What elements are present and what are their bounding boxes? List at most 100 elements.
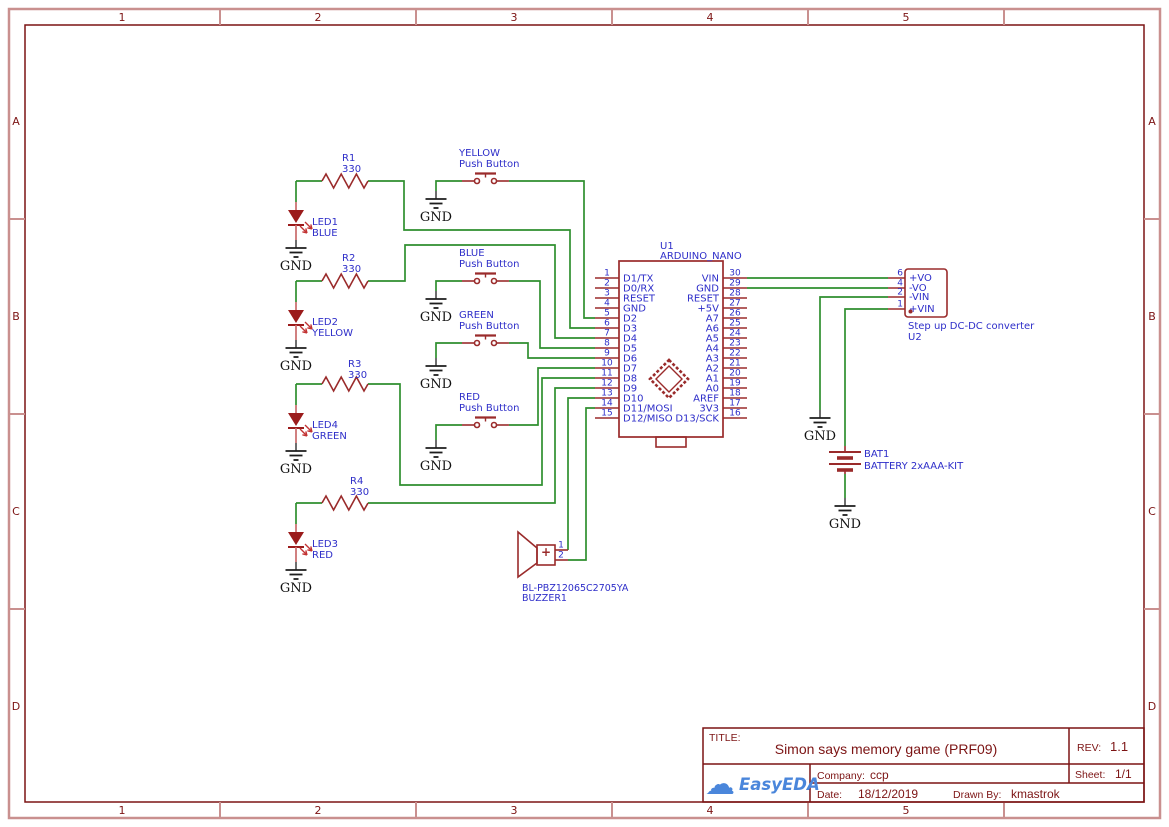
frame-row-label: A: [1148, 115, 1156, 128]
gnd-label: GND: [420, 459, 452, 474]
dcdc-pin-name: -VIN: [909, 292, 929, 303]
arduino-pin-number: 17: [729, 399, 740, 409]
button-type: Push Button: [459, 321, 519, 332]
arduino-pin-number: 6: [604, 319, 610, 329]
led-LED4-green[interactable]: LED4 GREEN: [288, 405, 347, 443]
arduino-pin-name: GND: [623, 304, 646, 315]
arduino-pin-name: RESET: [623, 294, 656, 305]
gnd-label: GND: [280, 359, 312, 374]
arduino-pin-name: A6: [706, 324, 719, 335]
arduino-pin-name: D4: [623, 334, 637, 345]
arduino-pin-number: 4: [604, 299, 610, 309]
arduino-name: ARDUINO_NANO: [660, 251, 742, 262]
dcdc-pin-number: 2: [897, 288, 903, 298]
arduino-pin-name: D7: [623, 364, 637, 375]
resistor-R3[interactable]: R3 330: [321, 359, 369, 393]
buzzer-pin-number: 1: [558, 541, 564, 551]
dcdc-pin-number: 1: [897, 300, 903, 310]
led-color: BLUE: [312, 228, 338, 239]
date-value: 18/12/2019: [858, 787, 918, 801]
dcdc-converter[interactable]: 6 4 2 1 +VO -VO -VIN +VIN Step up DC-DC …: [888, 268, 1035, 344]
led-LED1-blue[interactable]: LED1 BLUE: [288, 202, 338, 240]
arduino-pin-number: 28: [729, 289, 741, 299]
gnd-label: GND: [420, 377, 452, 392]
frame-column-label: 1: [119, 804, 126, 817]
gnd-label: GND: [420, 210, 452, 225]
buzzer-ref: BUZZER1: [522, 593, 567, 604]
arduino-pin-name: A2: [706, 364, 719, 375]
arduino-pin-number: 29: [729, 279, 741, 289]
gnd-symbol[interactable]: GND: [420, 358, 452, 392]
led-LED3-red[interactable]: LED3 RED: [288, 524, 338, 562]
arduino-pin-number: 26: [729, 309, 741, 319]
resistor-value: 330: [350, 487, 369, 498]
arduino-pin-name: RESET: [687, 294, 720, 305]
gnd-label: GND: [804, 429, 836, 444]
gnd-symbol[interactable]: GND: [280, 443, 312, 477]
arduino-pin-name: +5V: [697, 304, 719, 315]
gnd-symbol[interactable]: GND: [280, 562, 312, 596]
button-type: Push Button: [459, 159, 519, 170]
gnd-label: GND: [280, 581, 312, 596]
arduino-pin-name: AREF: [693, 394, 719, 405]
arduino-pin-number: 12: [601, 379, 612, 389]
schematic-title: Simon says memory game (PRF09): [775, 741, 998, 757]
arduino-pin-number: 27: [729, 299, 740, 309]
led-color: GREEN: [312, 431, 347, 442]
wires[interactable]: [295, 180, 888, 561]
led-ref: LED1: [312, 217, 338, 228]
gnd-label: GND: [280, 462, 312, 477]
frame-column-label: 5: [903, 804, 910, 817]
arduino-pin-number: 21: [729, 359, 740, 369]
resistor-R1[interactable]: R1 330: [321, 153, 369, 190]
rev-label: REV:: [1077, 742, 1101, 754]
button-name: RED: [459, 392, 480, 403]
led-LED2-yellow[interactable]: LED2 YELLOW: [288, 302, 353, 340]
gnd-symbol[interactable]: GND: [420, 440, 452, 474]
battery-ref: BAT1: [864, 449, 889, 460]
arduino-pin-number: 3: [604, 289, 610, 299]
arduino-pin-number: 23: [729, 339, 740, 349]
gnd-symbol[interactable]: GND: [280, 340, 312, 374]
battery[interactable]: BAT1 BATTERY 2xAAA-KIT: [829, 446, 964, 474]
drawn-by-value: kmastrok: [1011, 787, 1061, 801]
push-button-blue[interactable]: BLUE Push Button: [459, 248, 519, 285]
dcdc-pin-name: +VIN: [909, 304, 935, 315]
frame-row-label: C: [12, 505, 20, 518]
arduino-pin-number: 19: [729, 379, 741, 389]
frame-row-label: D: [1148, 700, 1156, 713]
sheet-label: Sheet:: [1075, 769, 1105, 781]
arduino-pin-name: D1/TX: [623, 274, 654, 285]
arduino-pin-name: D6: [623, 354, 637, 365]
frame-column-label: 1: [119, 11, 126, 24]
push-button-green[interactable]: GREEN Push Button: [459, 310, 519, 347]
frame-column-label: 2: [315, 11, 322, 24]
arduino-pin-name: A5: [706, 334, 719, 345]
button-name: GREEN: [459, 310, 494, 321]
gnd-symbol[interactable]: GND: [420, 191, 452, 225]
push-button-yellow[interactable]: YELLOW Push Button: [458, 148, 519, 185]
push-button-red[interactable]: RED Push Button: [459, 392, 519, 429]
gnd-symbol[interactable]: GND: [804, 410, 836, 444]
arduino-pin-number: 18: [729, 389, 741, 399]
arduino-pin-name: A0: [706, 384, 719, 395]
frame-column-label: 3: [511, 11, 518, 24]
frame-column-label: 4: [707, 11, 714, 24]
arduino-pin-name: A1: [706, 374, 719, 385]
dcdc-pin-number: 6: [897, 269, 903, 279]
buzzer[interactable]: + 1 2 BL-PBZ12065C2705YA BUZZER1: [517, 530, 629, 604]
gnd-label: GND: [829, 517, 861, 532]
resistor-R4[interactable]: R4 330: [321, 476, 369, 512]
resistor-R2[interactable]: R2 330: [321, 253, 369, 290]
frame-row-label: D: [12, 700, 20, 713]
gnd-symbol[interactable]: GND: [280, 240, 312, 274]
gnd-symbol[interactable]: GND: [420, 291, 452, 325]
frame-column-label: 2: [315, 804, 322, 817]
arduino-pin-name: A7: [706, 314, 719, 325]
gnd-symbol[interactable]: GND: [829, 498, 861, 532]
led-color: RED: [312, 550, 333, 561]
easyeda-logo: ☁ EasyEDA: [705, 767, 820, 802]
